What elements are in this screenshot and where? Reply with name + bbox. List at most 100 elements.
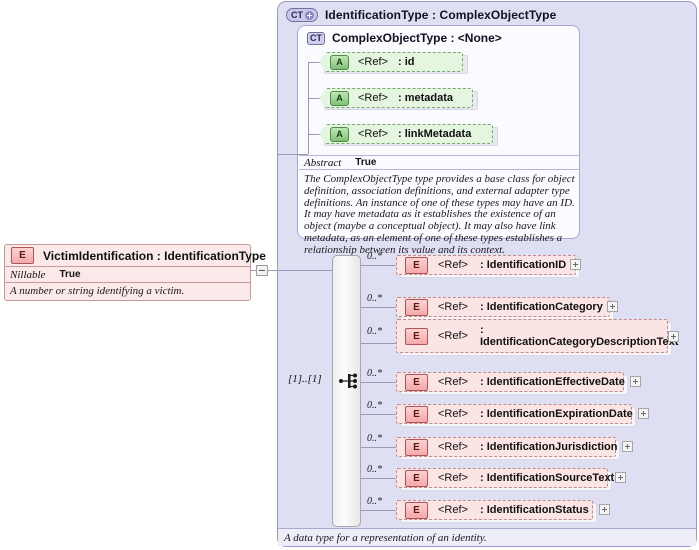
element-badge-icon: E [11, 247, 34, 264]
connector-line [361, 478, 396, 479]
element-badge-icon: E [405, 405, 428, 423]
tree-inherit-line [277, 154, 308, 155]
complex-type-expand-badge-icon[interactable]: CT [286, 8, 318, 22]
root-element-title: VictimIdentification : IdentificationTyp… [43, 248, 266, 263]
attribute-row[interactable]: A <Ref> : linkMetadata [319, 124, 493, 144]
attribute-name-label: : linkMetadata [397, 128, 472, 140]
element-card[interactable]: E <Ref> : IdentificationStatus [396, 500, 593, 520]
sequence-compositor-rail [332, 255, 361, 527]
attribute-ref-label: <Ref> [358, 56, 388, 68]
occurrence-label: 0..* [367, 496, 382, 507]
attribute-badge-icon: A [330, 90, 349, 106]
element-name-label: : IdentificationSourceText [479, 472, 615, 484]
expand-button[interactable] [570, 259, 581, 270]
occurrence-label: 0..* [367, 464, 382, 475]
attribute-ref-label: <Ref> [358, 128, 388, 140]
connector-line [268, 270, 332, 271]
element-ref-label: <Ref> [438, 472, 468, 484]
collapse-toggle-button[interactable] [256, 265, 268, 276]
base-type-header: CT ComplexObjectType : <None> [307, 31, 502, 45]
occurrence-label: 0..* [367, 251, 382, 262]
tree-branch-line [308, 62, 320, 63]
expand-button[interactable] [630, 376, 641, 387]
base-type-box: CT ComplexObjectType : <None> A <Ref> : … [277, 25, 580, 256]
expand-button[interactable] [622, 441, 633, 452]
element-ref-label: <Ref> [438, 330, 468, 342]
sequence-cardinality-label: [1]..[1] [288, 373, 322, 385]
complex-type-badge-icon: CT [307, 31, 325, 45]
element-badge-icon: E [405, 438, 428, 456]
element-badge-icon: E [405, 327, 428, 345]
abstract-value: True [355, 157, 377, 168]
element-ref-label: <Ref> [438, 301, 468, 313]
element-ref-label: <Ref> [438, 376, 468, 388]
nillable-property-row: Nillable True [5, 267, 250, 283]
element-card[interactable]: E <Ref> : IdentificationEffectiveDate [396, 372, 625, 392]
occurrence-label: 0..* [367, 368, 382, 379]
connector-line [361, 265, 396, 266]
plus-icon [305, 10, 314, 20]
expand-button[interactable] [638, 408, 649, 419]
root-element-documentation: A number or string identifying a victim. [10, 285, 185, 297]
complex-type-title: IdentificationType : ComplexObjectType [325, 8, 557, 22]
element-card[interactable]: E <Ref> : IdentificationID [396, 255, 576, 275]
complex-type-badge-label: CT [291, 10, 303, 20]
occurrence-label: 0..* [367, 400, 382, 411]
connector-line [361, 414, 396, 415]
connector-line [361, 343, 396, 344]
attribute-name-label: : metadata [397, 92, 453, 104]
connector-line [361, 382, 396, 383]
element-badge-icon: E [405, 256, 428, 274]
tree-branch-line [308, 98, 320, 99]
expand-button[interactable] [607, 301, 618, 312]
element-ref-label: <Ref> [438, 408, 468, 420]
tree-trunk-line [308, 62, 309, 154]
attribute-badge-icon: A [330, 126, 349, 142]
element-name-label: : IdentificationEffectiveDate [479, 376, 625, 388]
element-badge-icon: E [405, 469, 428, 487]
expand-button[interactable] [668, 331, 679, 342]
abstract-property-row: Abstract True [299, 155, 580, 170]
element-card[interactable]: E <Ref> : IdentificationJurisdiction [396, 437, 618, 457]
expand-button[interactable] [599, 504, 610, 515]
root-element-header: E VictimIdentification : IdentificationT… [5, 245, 266, 267]
element-name-label: : IdentificationExpirationDate [479, 408, 633, 420]
attribute-badge-icon: A [330, 54, 349, 70]
element-name-label: : IdentificationStatus [479, 504, 589, 516]
element-name-label: : IdentificationID [479, 259, 567, 271]
attribute-name-label: : id [397, 56, 415, 68]
element-card[interactable]: E <Ref> : IdentificationSourceText [396, 468, 614, 488]
abstract-label: Abstract [304, 156, 342, 169]
root-element-box[interactable]: E VictimIdentification : IdentificationT… [4, 244, 266, 301]
element-card[interactable]: E <Ref> : IdentificationCategory [396, 297, 610, 317]
attribute-row[interactable]: A <Ref> : id [319, 52, 463, 72]
element-badge-icon: E [405, 501, 428, 519]
attribute-ref-label: <Ref> [358, 92, 388, 104]
tree-branch-line [308, 134, 320, 135]
nillable-value: True [59, 269, 81, 280]
base-type-documentation: The ComplexObjectType type provides a ba… [304, 173, 575, 256]
element-ref-label: <Ref> [438, 441, 468, 453]
element-name-label: : IdentificationJurisdiction [479, 441, 618, 453]
expand-button[interactable] [615, 472, 626, 483]
panel-footer-documentation: A data type for a representation of an i… [284, 531, 487, 544]
element-ref-label: <Ref> [438, 259, 468, 271]
element-card[interactable]: E <Ref> : IdentificationCategoryDescript… [396, 319, 679, 353]
attribute-row[interactable]: A <Ref> : metadata [319, 88, 473, 108]
occurrence-label: 0..* [367, 293, 382, 304]
element-name-label: : IdentificationCategory [479, 301, 603, 313]
base-type-title: ComplexObjectType : <None> [332, 31, 502, 45]
connector-line [251, 270, 256, 271]
connector-line [361, 447, 396, 448]
connector-line [361, 307, 396, 308]
element-card[interactable]: E <Ref> : IdentificationExpirationDate [396, 404, 633, 424]
element-ref-label: <Ref> [438, 504, 468, 516]
connector-line [361, 510, 396, 511]
element-badge-icon: E [405, 373, 428, 391]
element-name-label: : IdentificationCategoryDescriptionText [479, 323, 679, 349]
complex-type-header: CT IdentificationType : ComplexObjectTyp… [286, 6, 556, 24]
occurrence-label: 0..* [367, 326, 382, 337]
nillable-label: Nillable [10, 268, 46, 281]
occurrence-label: 0..* [367, 433, 382, 444]
panel-footer: A data type for a representation of an i… [278, 528, 696, 546]
